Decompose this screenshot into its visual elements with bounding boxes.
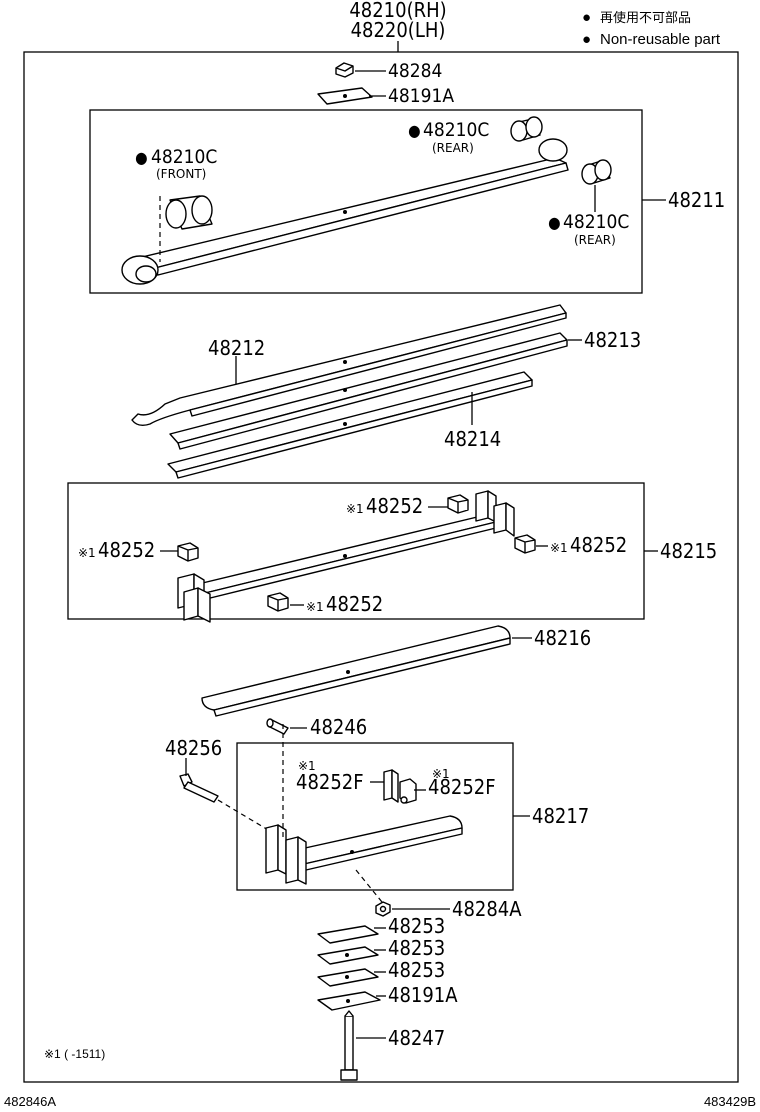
box-leaf-main bbox=[89, 109, 643, 294]
center-bolt-icon bbox=[340, 1010, 358, 1081]
header-part-lh: 48220(LH) bbox=[351, 18, 446, 42]
mark-clip-f2: ※1 bbox=[432, 767, 450, 781]
label-spacer-3: 48253 bbox=[388, 958, 445, 982]
label-clip-1: 48252 bbox=[366, 494, 423, 518]
mark-clip-3: ※1 bbox=[550, 541, 568, 555]
bushing-rear-1-icon bbox=[510, 116, 543, 142]
footer-right-code: 483429B bbox=[704, 1094, 756, 1109]
legend-marker-1: ● bbox=[582, 9, 591, 26]
nut-top-icon bbox=[335, 62, 354, 78]
bushing-front-icon bbox=[165, 195, 213, 230]
label-bushing-rear-1-sub: (REAR) bbox=[432, 141, 474, 155]
label-nut-top: 48284 bbox=[388, 60, 442, 82]
label-leaf-4: 48214 bbox=[444, 427, 501, 451]
label-clip-f1: 48252F bbox=[296, 770, 364, 794]
label-clip-4: 48252 bbox=[326, 592, 383, 616]
plate-top-icon bbox=[317, 87, 373, 105]
plate-bottom-icon bbox=[317, 991, 381, 1011]
label-leaf-7: 48217 bbox=[532, 804, 589, 828]
label-clip-3: 48252 bbox=[570, 533, 627, 557]
label-bushing-rear-2-sub: (REAR) bbox=[574, 233, 616, 247]
dash-nut-bottom bbox=[355, 869, 383, 903]
label-bushing-front-sub: (FRONT) bbox=[156, 167, 206, 181]
label-spacer-2: 48253 bbox=[388, 936, 445, 960]
leaf-6-icon bbox=[201, 625, 511, 717]
label-bushing-rear-2: 48210C bbox=[563, 211, 629, 233]
label-leaf-5: 48215 bbox=[660, 539, 717, 563]
label-plate-bottom: 48191A bbox=[388, 983, 458, 1007]
mark-clip-2: ※1 bbox=[78, 546, 96, 560]
pin-icon bbox=[266, 718, 289, 735]
spacer-2-icon bbox=[317, 946, 379, 965]
clip-3-icon bbox=[514, 534, 536, 554]
marker-bushing-rear-1: ● bbox=[408, 121, 421, 140]
header-part-rh: 48210(RH) bbox=[349, 0, 446, 22]
label-leaf-3: 48213 bbox=[584, 328, 641, 352]
label-bushing-front: 48210C bbox=[151, 146, 217, 168]
bushing-rear-2-icon bbox=[581, 159, 612, 185]
leaf-main-icon bbox=[121, 138, 569, 285]
bolt-icon bbox=[179, 773, 219, 803]
clip-2-icon bbox=[177, 542, 199, 562]
legend-english: Non-reusable part bbox=[600, 31, 721, 48]
label-bushing-rear-1: 48210C bbox=[423, 119, 489, 141]
label-spacer-1: 48253 bbox=[388, 914, 445, 938]
label-clip-2: 48252 bbox=[98, 538, 155, 562]
label-leaf-main: 48211 bbox=[668, 188, 725, 212]
leaf-2-icon bbox=[131, 304, 567, 427]
clip-f1-icon bbox=[383, 769, 399, 803]
label-pin: 48246 bbox=[310, 715, 367, 739]
nut-bottom-icon bbox=[375, 901, 391, 917]
footnote: ※1 ( -1511) bbox=[44, 1047, 105, 1061]
spacer-3-icon bbox=[317, 968, 379, 987]
outer-frame bbox=[23, 51, 739, 1083]
label-plate-top: 48191A bbox=[388, 85, 454, 107]
label-center-bolt: 48247 bbox=[388, 1026, 445, 1050]
marker-bushing-front: ● bbox=[135, 148, 148, 167]
spacer-1-icon bbox=[317, 925, 379, 944]
label-leaf-6: 48216 bbox=[534, 626, 591, 650]
leaf-3-icon bbox=[169, 332, 568, 450]
label-clip-f2: 48252F bbox=[428, 775, 496, 799]
mark-clip-1: ※1 bbox=[346, 502, 364, 516]
leaf-4-icon bbox=[167, 371, 533, 479]
legend-marker-2: ● bbox=[582, 31, 591, 48]
clip-1-icon bbox=[447, 494, 469, 514]
clip-4-icon bbox=[267, 592, 289, 612]
label-leaf-2: 48212 bbox=[208, 336, 265, 360]
marker-bushing-rear-2: ● bbox=[548, 213, 561, 232]
leaf-5-icon bbox=[177, 490, 515, 623]
legend-japanese: 再使用不可部品 bbox=[600, 10, 691, 25]
footer-left-code: 482846A bbox=[4, 1094, 56, 1109]
label-bolt: 48256 bbox=[165, 736, 222, 760]
label-nut-bottom: 48284A bbox=[452, 897, 522, 921]
mark-clip-4: ※1 bbox=[306, 600, 324, 614]
clip-f2-icon bbox=[399, 778, 417, 804]
leaf-7-icon bbox=[265, 815, 463, 885]
mark-clip-f1: ※1 bbox=[298, 759, 316, 773]
